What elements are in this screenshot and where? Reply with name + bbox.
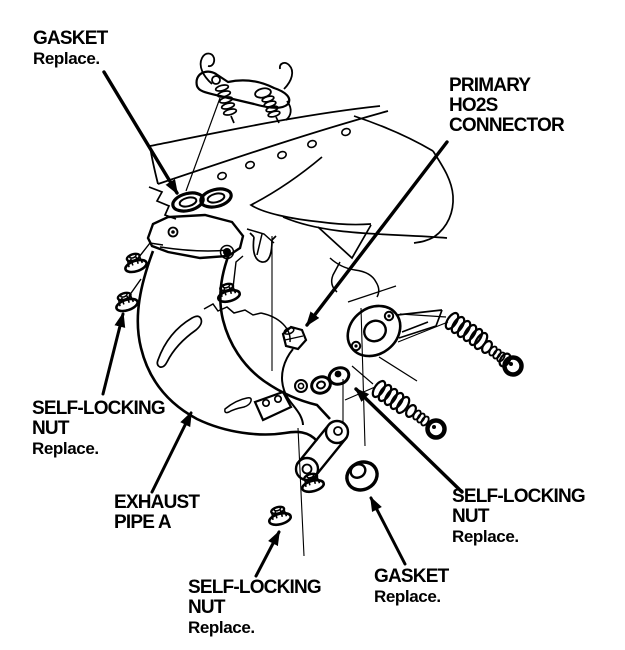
arrow-ho2s-connector: [305, 140, 449, 327]
pipe-hanger-ear: [253, 390, 293, 422]
label-line: PIPE A: [114, 512, 172, 533]
manifold-gaskets: [171, 187, 233, 213]
label-exhaust-pipe-a: EXHAUST PIPE A: [114, 492, 200, 533]
arrow-exhaust-pipe-a: [150, 411, 193, 494]
callout-arrows: [101, 70, 464, 578]
bracket-stud-right: [261, 95, 281, 124]
pipe-gasket-drawing: [345, 460, 379, 492]
label-line: NUT: [32, 418, 69, 439]
label-line: HO2S: [449, 95, 498, 116]
label-line: Replace.: [452, 527, 519, 546]
label-self-locking-nut-left: SELF-LOCKING NUT Replace.: [32, 398, 166, 459]
label-line: SELF-LOCKING: [188, 577, 322, 598]
arrow-self-locking-left: [101, 312, 126, 396]
mount-bracket: [185, 52, 294, 192]
label-line: NUT: [188, 597, 225, 618]
label-line: NUT: [452, 506, 489, 527]
washer-and-nut: [310, 366, 351, 395]
arrow-gasket-bottom: [369, 496, 407, 566]
label-line: SELF-LOCKING: [452, 486, 586, 507]
label-line: Replace.: [188, 618, 255, 637]
label-gasket-top: GASKET Replace.: [33, 28, 108, 69]
label-line: PRIMARY: [449, 75, 531, 96]
label-line: Replace.: [374, 587, 441, 606]
label-line: Replace.: [33, 49, 100, 68]
arrow-gasket-top: [102, 70, 179, 195]
self-locking-nut-lower-a: [297, 470, 327, 496]
spring-bolt-upper: [397, 311, 524, 377]
label-line: CONNECTOR: [449, 115, 565, 136]
spring-bolt-lower: [344, 356, 447, 440]
label-line: EXHAUST: [114, 492, 200, 513]
label-self-locking-nut-right: SELF-LOCKING NUT Replace.: [452, 486, 586, 547]
bolt-holes: [217, 127, 351, 181]
label-line: GASKET: [33, 28, 108, 49]
label-line: GASKET: [374, 566, 449, 587]
label-self-locking-nut-bottom: SELF-LOCKING NUT Replace.: [188, 577, 322, 638]
arrow-self-locking-right: [354, 387, 464, 494]
bracket-stud-left: [214, 84, 238, 124]
ho2s-sensor-drawing: [281, 325, 308, 426]
self-locking-nut-upper-left: [120, 249, 150, 276]
engine-block-lines: [148, 105, 454, 393]
self-locking-nut-lower-left: [111, 288, 141, 315]
arrow-self-locking-bottom: [254, 530, 281, 578]
self-locking-nut-right: [213, 280, 243, 306]
label-line: SELF-LOCKING: [32, 398, 166, 419]
self-locking-nut-lower-b: [264, 503, 294, 529]
label-line: Replace.: [32, 439, 99, 458]
label-primary-ho2s-connector: PRIMARY HO2S CONNECTOR: [449, 75, 565, 136]
label-gasket-bottom: GASKET Replace.: [374, 566, 449, 607]
